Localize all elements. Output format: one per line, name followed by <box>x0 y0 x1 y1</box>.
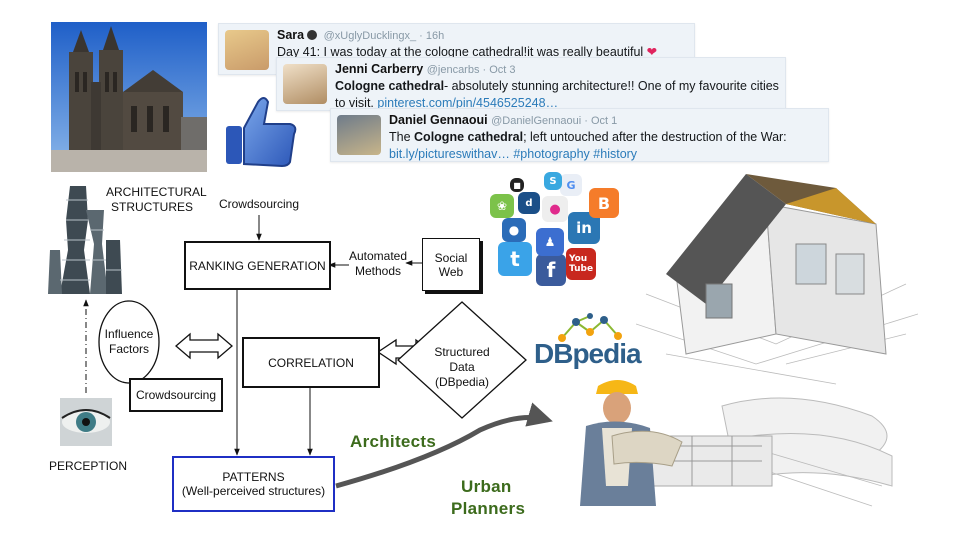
tweet-handle[interactable]: @xUglyDucklingx_ <box>323 30 417 42</box>
social-web-box: Social Web <box>422 238 480 291</box>
influence-factors-label: Influence Factors <box>104 327 154 356</box>
tweet-handle[interactable]: @DanielGennaoui <box>491 115 582 127</box>
tweet-text: ; left untouched after the destruction o… <box>523 130 787 144</box>
evernote-icon: ❀ <box>490 194 514 218</box>
correlation-box: CORRELATION <box>242 337 380 388</box>
blogger-icon: B <box>589 188 619 218</box>
crowdsourcing-box: Crowdsourcing <box>129 378 223 412</box>
tweet-author[interactable]: Sara <box>277 28 305 42</box>
avatar <box>337 115 381 155</box>
tweet-author[interactable]: Daniel Gennaoui <box>389 113 488 127</box>
tweet-author[interactable]: Jenni Carberry <box>335 62 424 76</box>
facebook-icon: f <box>536 254 566 286</box>
heart-icon: ❤ <box>646 45 658 59</box>
tweet-text: - absolutely stunning architecture!! One… <box>335 79 779 110</box>
tweet-link[interactable]: bit.ly/pictureswithav… <box>389 147 510 161</box>
tweet-highlight: Cologne cathedral <box>414 130 524 144</box>
structured-data-label: Structured Data (DBpedia) <box>434 345 490 389</box>
chat-icon: ● <box>502 218 526 242</box>
architect-illustration <box>572 376 912 516</box>
tweet-highlight: Cologne cathedral <box>335 79 445 93</box>
google-icon: G <box>560 174 582 196</box>
thumbs-up-icon <box>220 92 300 172</box>
skype-icon: S <box>544 172 562 190</box>
dbpedia-logo: DBpedia <box>532 312 650 374</box>
eye-icon <box>60 398 112 446</box>
avatar <box>225 30 269 70</box>
crowdsourcing-label: Crowdsourcing <box>218 197 300 211</box>
automated-methods-label: Automated Methods <box>348 249 408 278</box>
patterns-subtitle: (Well-perceived structures) <box>181 484 326 498</box>
myspace-icon: ♟ <box>536 228 564 256</box>
ranking-generation-box: RANKING GENERATION <box>184 241 331 290</box>
tweet-time[interactable]: Oct 1 <box>590 115 618 127</box>
tweet-text-prefix: The <box>389 130 411 144</box>
twitter-icon: t <box>498 242 532 276</box>
tweet-text: Day 41: I was today at the cologne cathe… <box>277 45 644 59</box>
dbpedia-logo-text: DBpedia <box>534 338 642 369</box>
avatar <box>283 64 327 104</box>
patterns-box: PATTERNS (Well-perceived structures) <box>172 456 335 512</box>
tweet-link[interactable]: pinterest.com/pin/4546525248… <box>377 96 559 110</box>
tweet-handle[interactable]: @jencarbs <box>426 64 480 76</box>
urban-label: Urban <box>461 477 512 496</box>
verified-icon <box>307 30 318 40</box>
digg-icon: d <box>518 192 540 214</box>
cologne-cathedral-photo <box>51 22 207 172</box>
tweet-hashtags[interactable]: #photography #history <box>513 147 638 161</box>
house-blueprint-illustration <box>635 164 919 390</box>
tweet-card[interactable]: Daniel Gennaoui @DanielGennaoui · Oct 1 … <box>330 108 829 162</box>
tweet-time[interactable]: 16h <box>425 30 445 42</box>
architects-label: Architects <box>350 432 437 451</box>
planners-label: Planners <box>451 499 526 518</box>
linkedin-icon: in <box>568 212 600 244</box>
flickr-icon: ● <box>542 196 568 222</box>
tweet-card[interactable]: Jenni Carberry @jencarbs · Oct 3 Cologne… <box>276 57 786 111</box>
delicious-icon: ■ <box>510 178 524 192</box>
architectural-structures-graphic <box>46 180 130 300</box>
architectural-structures-label: ARCHITECTURAL STRUCTURES <box>106 185 207 214</box>
tweet-time[interactable]: Oct 3 <box>489 64 516 76</box>
perception-label: PERCEPTION <box>48 459 127 473</box>
patterns-title: PATTERNS <box>222 470 285 484</box>
